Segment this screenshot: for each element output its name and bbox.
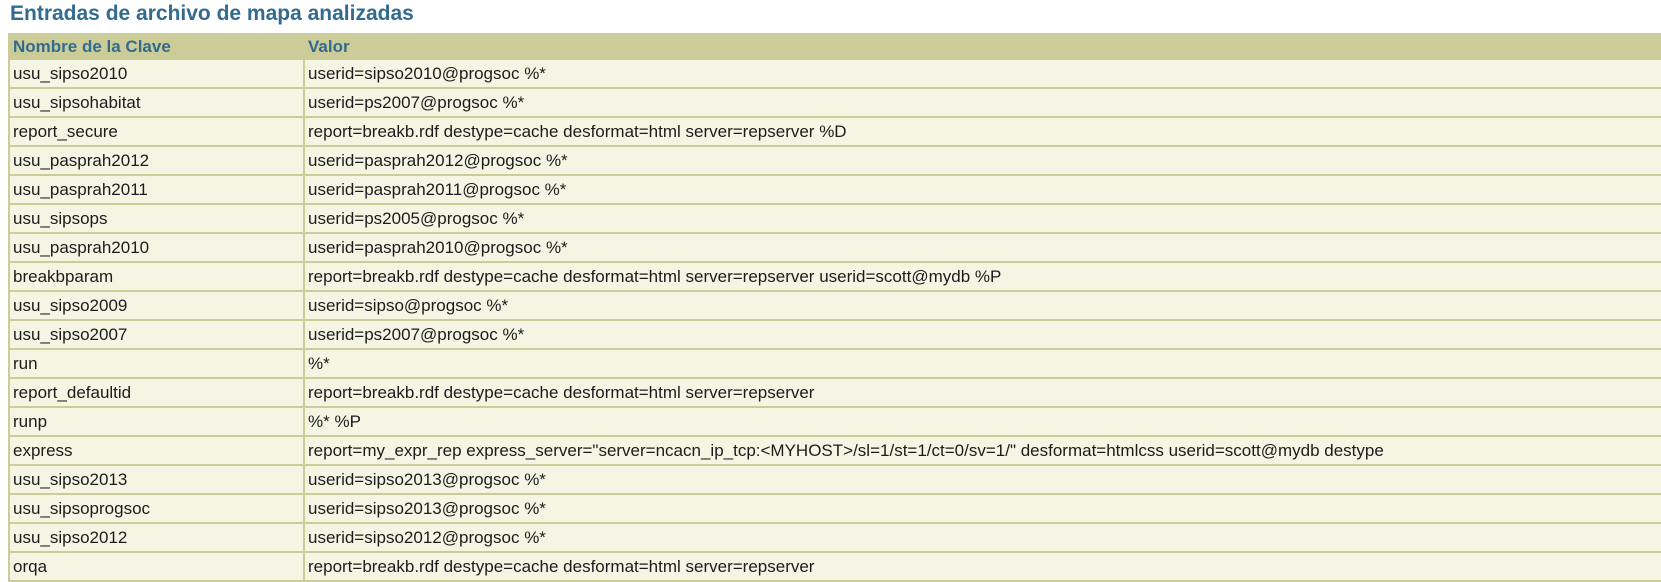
key-cell: usu_sipso2010 [8,58,305,89]
key-cell: express [8,435,305,466]
key-cell: usu_sipsohabitat [8,87,305,118]
value-cell: report=breakb.rdf destype=cache desforma… [303,261,1661,292]
key-cell: orqa [8,551,305,582]
key-cell: report_defaultid [8,377,305,408]
value-cell: %* %P [303,406,1661,437]
value-cell: report=breakb.rdf destype=cache desforma… [303,377,1661,408]
col-header-key: Nombre de la Clave [8,33,305,60]
key-cell: usu_sipso2012 [8,522,305,553]
value-cell: userid=pasprah2011@progsoc %* [303,174,1661,205]
key-cell: usu_sipsops [8,203,305,234]
value-cell: %* [303,348,1661,379]
value-cell: userid=sipso2010@progsoc %* [303,58,1661,89]
key-cell: runp [8,406,305,437]
value-cell: report=my_expr_rep express_server="serve… [303,435,1661,466]
value-cell: userid=ps2005@progsoc %* [303,203,1661,234]
table-header: Nombre de la Clave Valor [8,33,1661,60]
value-cell: userid=sipso2013@progsoc %* [303,493,1661,524]
value-cell: userid=pasprah2012@progsoc %* [303,145,1661,176]
value-cell: userid=ps2007@progsoc %* [303,319,1661,350]
table-row: runp%* %P [8,406,1661,437]
header-row: Nombre de la Clave Valor [8,33,1661,60]
key-cell: usu_sipso2007 [8,319,305,350]
value-cell: userid=sipso2013@progsoc %* [303,464,1661,495]
key-cell: run [8,348,305,379]
value-cell: userid=ps2007@progsoc %* [303,87,1661,118]
key-cell: usu_pasprah2011 [8,174,305,205]
key-cell: breakbparam [8,261,305,292]
value-cell: userid=sipso2012@progsoc %* [303,522,1661,553]
value-cell: userid=pasprah2010@progsoc %* [303,232,1661,263]
key-cell: report_secure [8,116,305,147]
value-cell: report=breakb.rdf destype=cache desforma… [303,116,1661,147]
value-cell: userid=sipso@progsoc %* [303,290,1661,321]
key-cell: usu_pasprah2012 [8,145,305,176]
value-cell: report=breakb.rdf destype=cache desforma… [303,551,1661,582]
key-cell: usu_sipso2013 [8,464,305,495]
key-cell: usu_sipso2009 [8,290,305,321]
table-row: run%* [8,348,1661,379]
col-header-value: Valor [303,33,1661,60]
key-cell: usu_sipsoprogsoc [8,493,305,524]
key-cell: usu_pasprah2010 [8,232,305,263]
page-title: Entradas de archivo de mapa analizadas [10,2,414,25]
